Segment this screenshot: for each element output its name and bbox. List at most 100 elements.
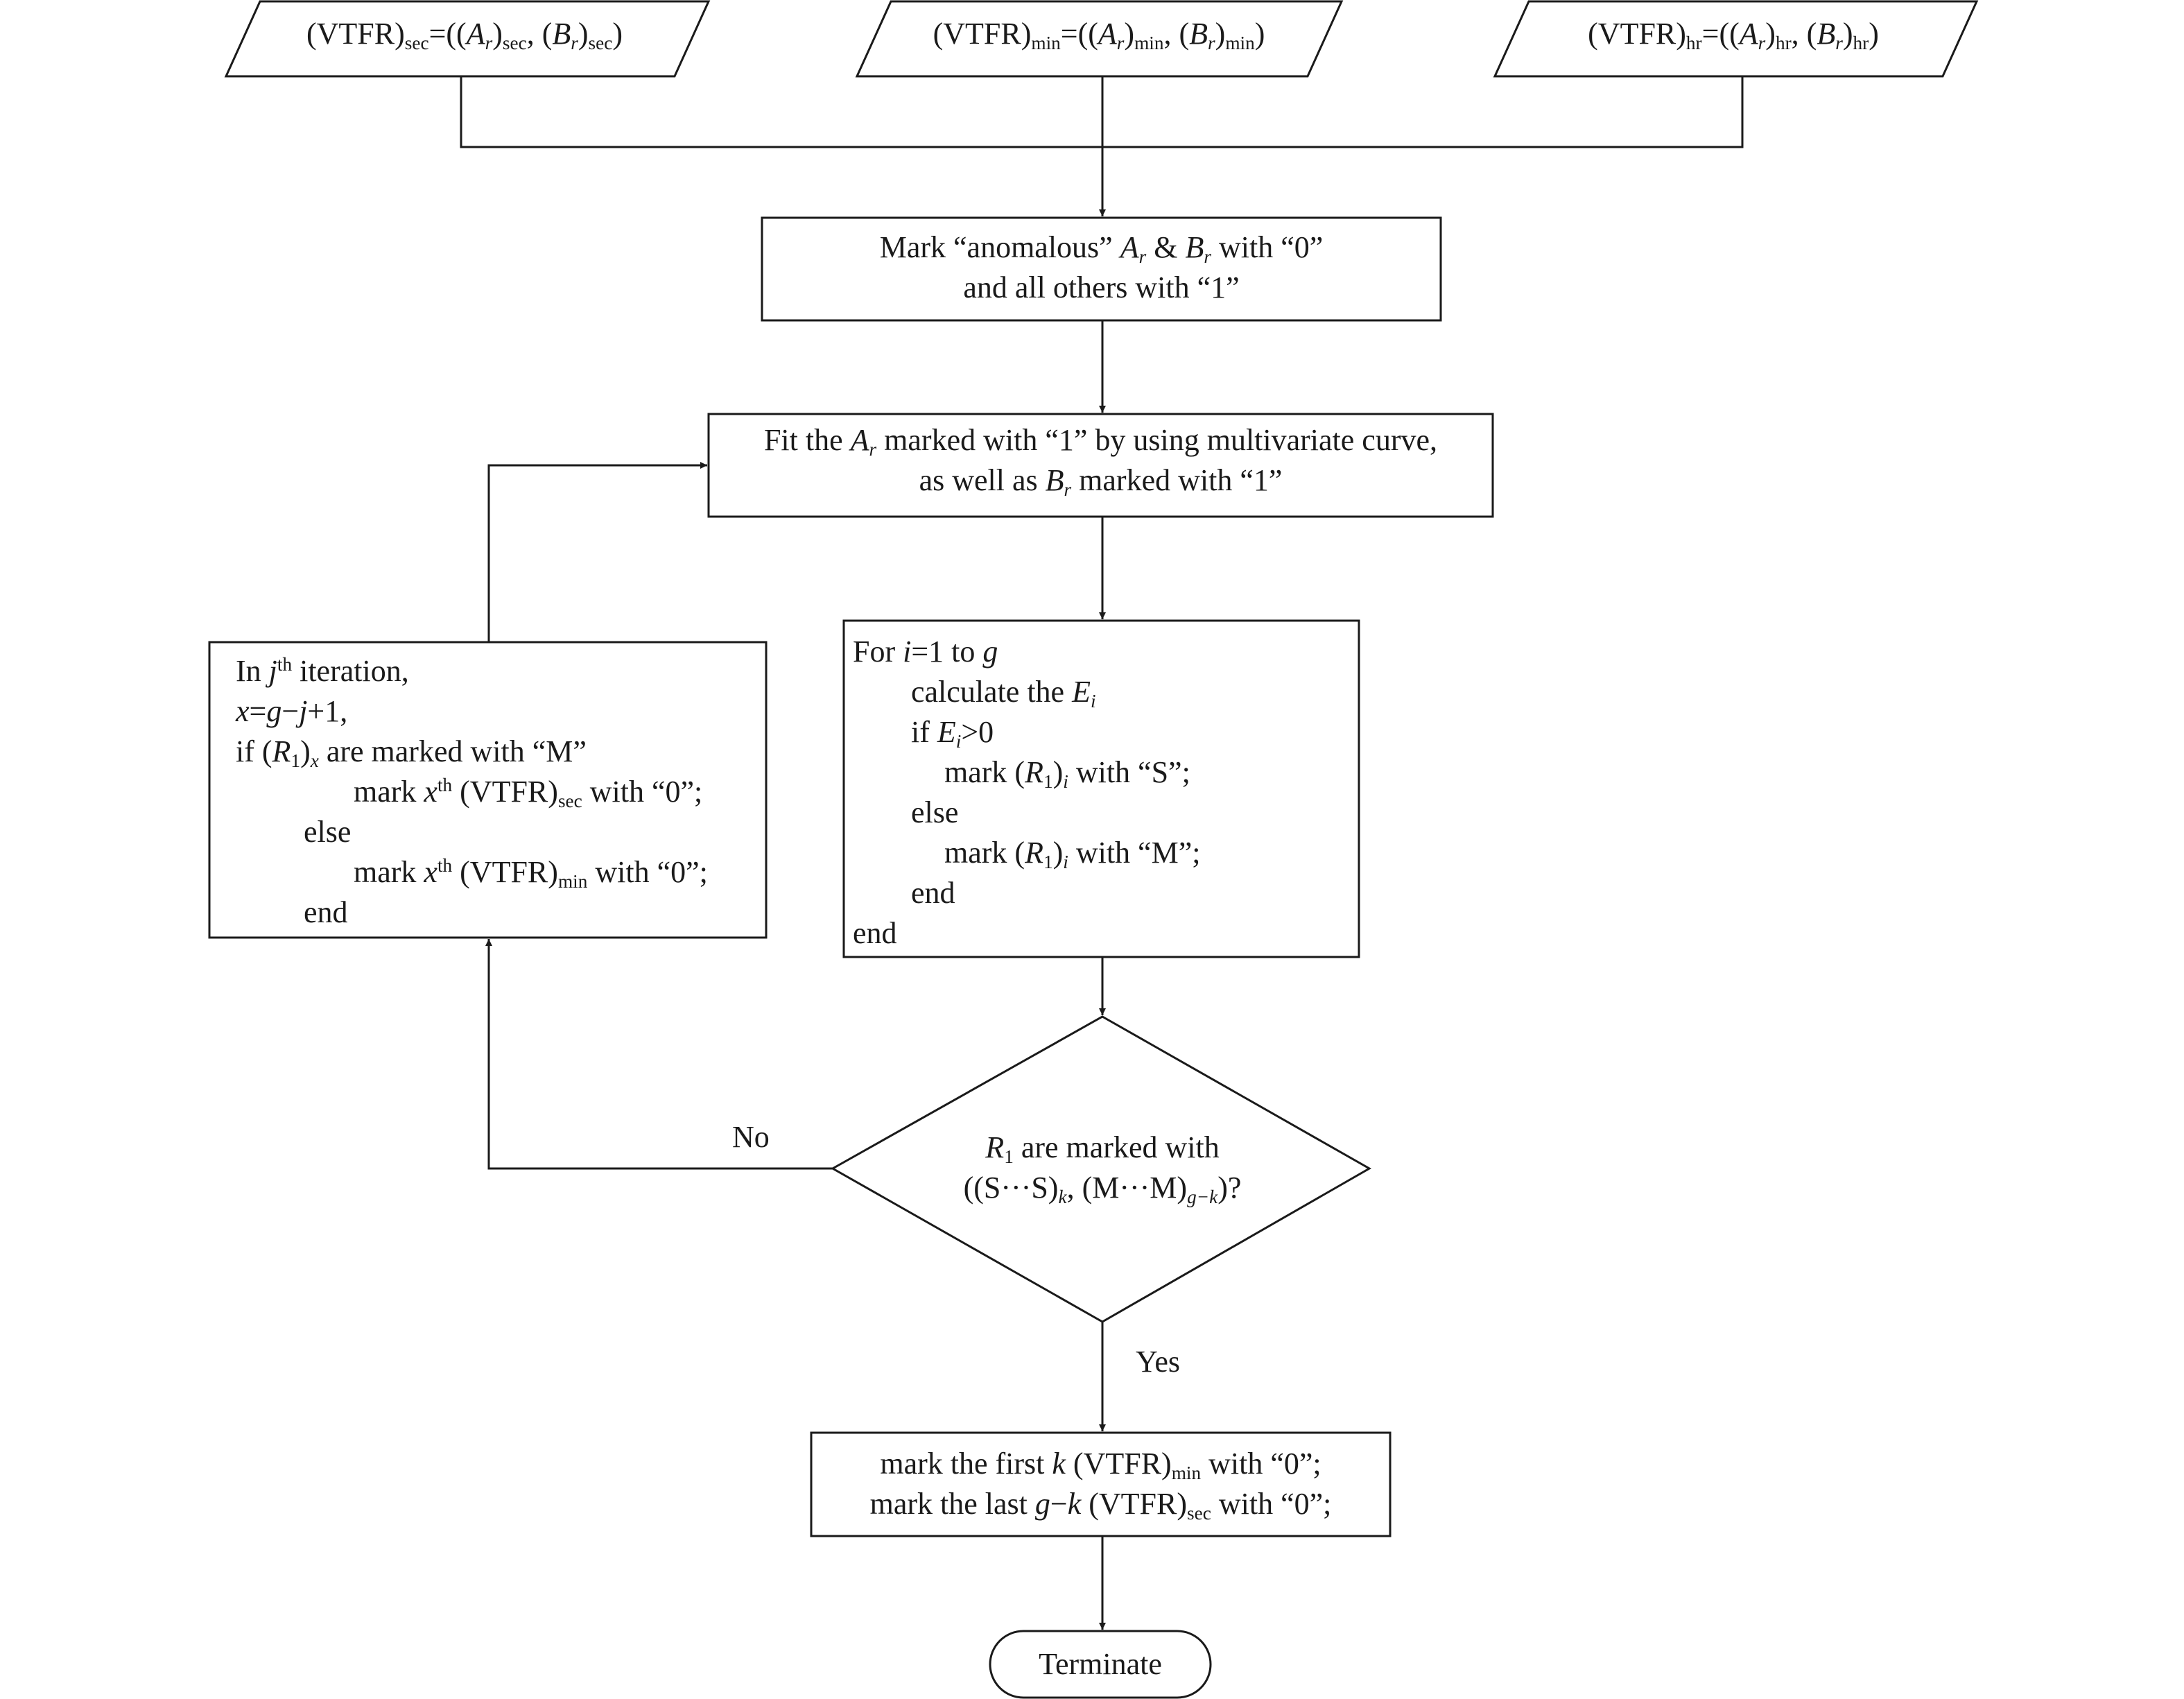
fit-line-1: Fit the Ar marked with “1” by using mult… <box>709 420 1493 460</box>
text-run: For <box>853 635 903 669</box>
text-run: are marked with “M” <box>318 734 587 768</box>
loop-line-6: mark (R1)i with “M”; <box>853 833 1352 873</box>
var-b: B <box>552 17 571 51</box>
text-run: mark <box>354 775 424 809</box>
text-run: ) <box>612 17 623 51</box>
var-a: A <box>466 17 485 51</box>
var-b: B <box>1817 17 1836 51</box>
text-run: ) <box>578 17 589 51</box>
sub-text: r <box>1208 33 1215 54</box>
var-x: x <box>424 775 437 809</box>
text-run: with “0”; <box>1201 1447 1321 1481</box>
final-box <box>810 1431 1392 1537</box>
text-run: =(( <box>1701 17 1740 51</box>
iter-line-7: end <box>304 895 348 929</box>
text-run: iteration, <box>292 654 409 688</box>
input-hr-label: (VTFR)hr=((Ar)hr, (Br)hr) <box>1505 14 1962 54</box>
final-line-1: mark the first k (VTFR)min with “0”; <box>811 1444 1390 1484</box>
sub-text: sec <box>557 791 582 812</box>
mark-line-1: Mark “anomalous” Ar & Br with “0” <box>762 227 1441 268</box>
text-run: if ( <box>236 734 272 768</box>
vtfr-text: (VTFR) <box>306 17 405 51</box>
text-run: with “M”; <box>1068 836 1201 870</box>
final-box-label: mark the first k (VTFR)min with “0”; mar… <box>811 1444 1390 1524</box>
text-run: =(( <box>1060 17 1098 51</box>
iter-line-2: x=g−j+1, <box>236 691 763 732</box>
decision-line-1: R1 are marked with <box>867 1128 1338 1168</box>
var-x: x <box>424 855 437 889</box>
text-run: ) <box>1842 17 1853 51</box>
var-b: B <box>1045 463 1064 497</box>
sub-text: i <box>955 731 962 752</box>
input-sec-label: (VTFR)sec=((Ar)sec, (Br)sec) <box>236 14 693 54</box>
iter-line-3: if (R1)x are marked with “M” <box>236 732 763 772</box>
sub-text: 1 <box>1004 1146 1014 1168</box>
text-run: − <box>1050 1487 1068 1521</box>
final-line-2: mark the last g−k (VTFR)sec with “0”; <box>811 1484 1390 1524</box>
iter-line-6: mark xth (VTFR)min with “0”; <box>236 852 763 892</box>
sub-text: sec <box>588 33 613 54</box>
terminal-label: Terminate <box>1039 1647 1162 1681</box>
arrow-iteration-to-fit <box>487 462 707 642</box>
loop-line-4: mark (R1)i with “S”; <box>853 752 1352 793</box>
terminal-shape <box>989 1630 1212 1699</box>
text-run: & <box>1146 230 1186 264</box>
sub-text: i <box>1090 691 1096 712</box>
sup-text: th <box>277 654 293 675</box>
text-run: mark ( <box>944 836 1025 870</box>
var-r: R <box>272 734 291 768</box>
sub-text: 1 <box>291 750 301 772</box>
text-run: with “S”; <box>1068 755 1190 789</box>
sub-text: hr <box>1685 33 1702 54</box>
loop-line-7: end <box>911 876 955 910</box>
sub-text: r <box>869 439 877 460</box>
iter-line-1: In jth iteration, <box>236 651 763 691</box>
sub-text: k <box>1058 1187 1067 1208</box>
var-r: R <box>985 1130 1005 1164</box>
text-run: In <box>236 654 269 688</box>
sub-text: hr <box>1775 33 1792 54</box>
sub-text: hr <box>1853 33 1869 54</box>
text-run: are marked with <box>1013 1130 1220 1164</box>
input-sec-shape <box>224 0 711 78</box>
var-a: A <box>1098 17 1117 51</box>
text-run: marked with “1” <box>1071 463 1283 497</box>
sub-text: r <box>485 33 493 54</box>
sub-text: r <box>1116 33 1125 54</box>
vtfr-text: (VTFR) <box>1588 17 1686 51</box>
text-run: mark <box>354 855 424 889</box>
text-run: (VTFR) <box>1081 1487 1188 1521</box>
sub-text: 1 <box>1043 771 1053 793</box>
text-run: , ( <box>1163 17 1190 51</box>
text-run: >0 <box>961 715 994 749</box>
fit-line-2: as well as Br marked with “1” <box>709 460 1493 501</box>
input-min-label: (VTFR)min=((Ar)min, (Br)min) <box>867 14 1331 54</box>
sub-text: sec <box>1187 1503 1211 1524</box>
mark-line-2: and all others with “1” <box>963 270 1240 304</box>
input-hr-shape <box>1493 0 1979 78</box>
sub-text: min <box>1225 33 1255 54</box>
text-run: , ( <box>526 17 553 51</box>
var-a: A <box>850 423 869 457</box>
sub-text: r <box>1138 246 1147 268</box>
text-run: ) <box>1052 755 1064 789</box>
text-run: marked with “1” by using multivariate cu… <box>876 423 1438 457</box>
var-j: j <box>299 694 308 728</box>
text-run: calculate the <box>911 675 1073 709</box>
text-run: with “0” <box>1211 230 1324 264</box>
iteration-box-label: In jth iteration, x=g−j+1, if (R1)x are … <box>236 651 763 933</box>
text-run: ) <box>1254 17 1265 51</box>
text-run: = <box>249 694 267 728</box>
text-run: , ( <box>1791 17 1817 51</box>
sub-text: r <box>1835 33 1843 54</box>
sup-text: th <box>437 775 453 795</box>
text-run: (VTFR) <box>452 775 558 809</box>
loop-line-2: calculate the Ei <box>853 672 1352 712</box>
text-run: Mark “anomalous” <box>879 230 1120 264</box>
loop-box-label: For i=1 to g calculate the Ei if Ei>0 ma… <box>853 632 1352 954</box>
text-run: ) <box>1124 17 1135 51</box>
input-min-shape <box>855 0 1344 78</box>
text-run: ) <box>1765 17 1776 51</box>
text-run: ) <box>1215 17 1226 51</box>
